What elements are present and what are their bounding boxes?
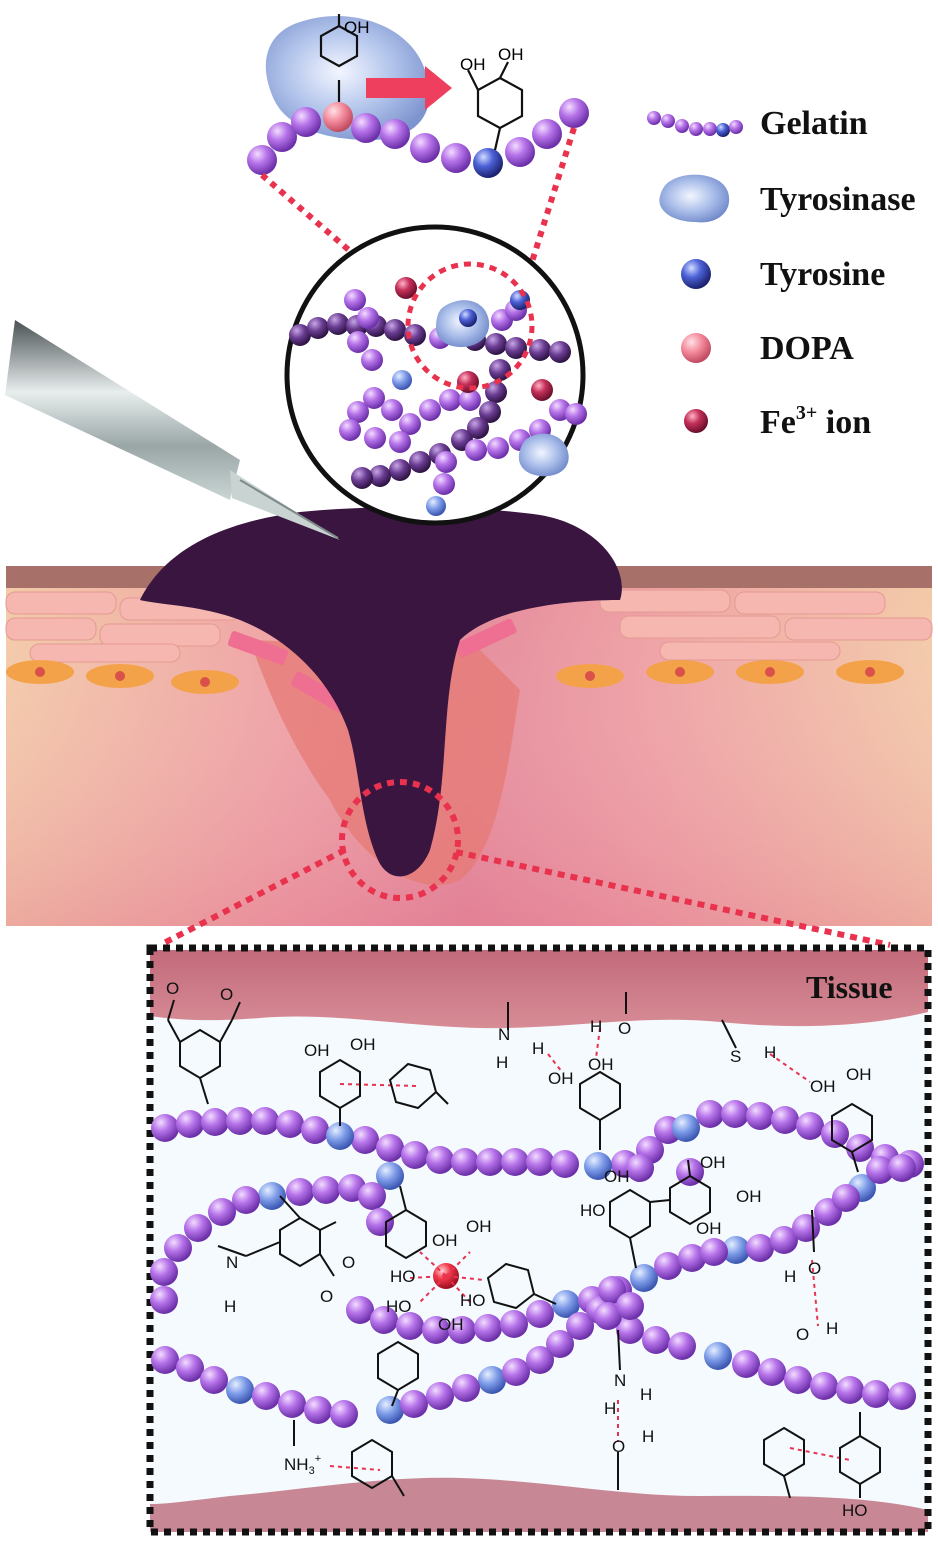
legend-label-dopa: DOPA: [760, 330, 854, 367]
amine-h-label-4: H: [604, 1399, 616, 1418]
quinone-o-label-2: O: [320, 1287, 333, 1306]
tissue-band-bottom: [150, 1477, 928, 1532]
tyrosine-oh-label: OH: [344, 18, 370, 37]
dopa-bead-top: [323, 102, 353, 132]
gelatin-chain-3: [151, 1276, 916, 1428]
tyrosine-legend-icon: [681, 259, 711, 289]
legend-label-tyrosinase: Tyrosinase: [760, 181, 916, 218]
water-h-label-2: H: [784, 1267, 796, 1286]
thiol-s-label: S: [730, 1047, 741, 1066]
gelatin-chain-2: [150, 1154, 916, 1344]
fe-ion-legend-icon: [684, 409, 708, 433]
biphenyl-oh-label-4: OH: [696, 1219, 722, 1238]
zoomed-network-circle: [284, 224, 587, 526]
amine-h-label-1: H: [496, 1053, 508, 1072]
methoxy-o-label-1: O: [166, 979, 179, 998]
catechol-oh-label-1: OH: [304, 1041, 330, 1060]
arrow-tyrosine-to-dopa: [366, 66, 452, 110]
catechol-oh-label-4: OH: [588, 1055, 614, 1074]
ammonium-label: NH3+: [284, 1453, 321, 1477]
water-o-label-4: O: [612, 1437, 625, 1456]
adhesive-hydrogel-in-wound: [140, 507, 622, 877]
catechol-oh-label-5: OH: [810, 1077, 836, 1096]
biphenyl-oh-label-1: OH: [604, 1167, 630, 1186]
fe-complex-oh-label-1: OH: [432, 1231, 458, 1250]
fe-complex-ho-label-3: HO: [386, 1297, 412, 1316]
biphenyl-oh-label-3: OH: [736, 1187, 762, 1206]
gelatin-legend-icon: [647, 111, 743, 137]
dopa-oh-label-1: OH: [460, 55, 486, 74]
water-o-label-1: O: [618, 1019, 631, 1038]
thiol-h-label: H: [764, 1043, 776, 1062]
water-o-label-2: O: [808, 1259, 821, 1278]
quinone-h-label: H: [224, 1297, 236, 1316]
biphenyl-oh-label-2: OH: [700, 1153, 726, 1172]
amine-n-label-2: N: [614, 1371, 626, 1390]
legend-labels: Gelatin Tyrosinase Tyrosine DOPA Fe3+ io…: [760, 105, 916, 441]
legend-label-fe-ion: Fe3+ ion: [760, 402, 871, 441]
quinone-n-label: N: [226, 1253, 238, 1272]
phenol-ho-label: HO: [842, 1501, 868, 1520]
water-h-label-4: H: [642, 1427, 654, 1446]
amine-h-label-3: H: [640, 1385, 652, 1404]
zoom-connectors: [158, 847, 891, 948]
tyrosinase-legend-icon: [659, 174, 730, 223]
tyrosine-bead-top: [473, 148, 503, 178]
dopa-oh-label-2: OH: [498, 45, 524, 64]
fe-charge: 3+: [796, 402, 817, 424]
tissue-band-top: [150, 950, 928, 1029]
molecular-interaction-box: [146, 944, 932, 1536]
catechol-oh-label-2: OH: [350, 1035, 376, 1054]
chemistry-label-group: O O OH OH N H H OH OH H O S H OH OH OH O…: [166, 979, 872, 1520]
fe-complex-ho-label-2: HO: [460, 1291, 486, 1310]
syringe-needle: [5, 320, 340, 540]
ammonium-nh: NH: [284, 1455, 309, 1474]
fe-complex-oh-label-2: OH: [466, 1217, 492, 1236]
legend-icons: [647, 111, 743, 433]
dopa-legend-icon: [681, 333, 711, 363]
legend-label-gelatin: Gelatin: [760, 105, 868, 142]
ammonium-sub: 3: [309, 1465, 315, 1477]
tissue-label: Tissue: [806, 969, 893, 1005]
catechol-oh-label-6: OH: [846, 1065, 872, 1084]
fe-suffix: ion: [817, 404, 871, 441]
gelatin-chain-4: [594, 1154, 704, 1330]
fe-symbol: Fe: [760, 404, 796, 441]
skin-tissue: [5, 507, 933, 926]
fe-complex-ho-label-1: HO: [390, 1267, 416, 1286]
water-h-label-1: H: [590, 1017, 602, 1036]
biphenyl-ho-label: HO: [580, 1201, 606, 1220]
amine-h-label-2: H: [532, 1039, 544, 1058]
chemical-structures: [167, 992, 881, 1499]
methoxy-o-label-2: O: [220, 985, 233, 1004]
water-h-label-3: H: [826, 1319, 838, 1338]
amine-n-label-1: N: [498, 1025, 510, 1044]
gelatin-chain-1: [151, 1100, 924, 1178]
quinone-o-label-1: O: [342, 1253, 355, 1272]
water-o-label-3: O: [796, 1325, 809, 1344]
ammonium-sup: +: [315, 1453, 321, 1465]
legend-label-tyrosine: Tyrosine: [760, 256, 885, 293]
fe-complex-oh-label-3: OH: [438, 1315, 464, 1334]
catechol-oh-label-3: OH: [548, 1069, 574, 1088]
